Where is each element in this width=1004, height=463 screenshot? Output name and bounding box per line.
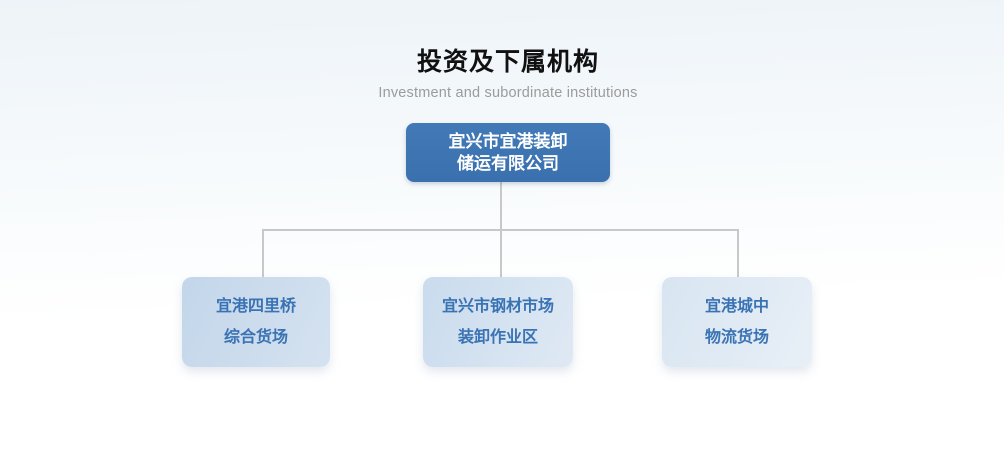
org-node-child-1-line2: 综合货场 — [223, 329, 288, 346]
page-header: 投资及下属机构 Investment and subordinate insti… — [108, 42, 908, 101]
org-node-child-3-line1: 宜港城中 — [704, 298, 769, 315]
org-node-root-line2: 储运有限公司 — [457, 153, 559, 173]
org-node-root-line1: 宜兴市宜港装卸 — [448, 131, 568, 151]
page-title: 投资及下属机构 — [416, 48, 599, 76]
org-node-child-silqiao: 宜港四里桥 综合货场 — [182, 277, 330, 367]
org-node-child-3-line2: 物流货场 — [704, 329, 769, 346]
connector-child-3-vertical — [737, 231, 739, 277]
org-node-child-chengzhong: 宜港城中 物流货场 — [662, 277, 812, 367]
org-node-child-2-line1: 宜兴市钢材市场 — [441, 298, 554, 315]
org-node-child-1-line1: 宜港四里桥 — [215, 298, 296, 315]
connector-horizontal — [262, 229, 739, 231]
page-subtitle: Investment and subordinate institutions — [378, 85, 638, 101]
connector-child-2-vertical — [500, 231, 502, 277]
org-node-child-steel-market: 宜兴市钢材市场 装卸作业区 — [423, 277, 573, 367]
org-node-root: 宜兴市宜港装卸 储运有限公司 — [406, 123, 610, 182]
org-node-child-2-line2: 装卸作业区 — [457, 329, 538, 346]
connector-root-vertical — [500, 182, 502, 229]
connector-child-1-vertical — [262, 231, 264, 277]
